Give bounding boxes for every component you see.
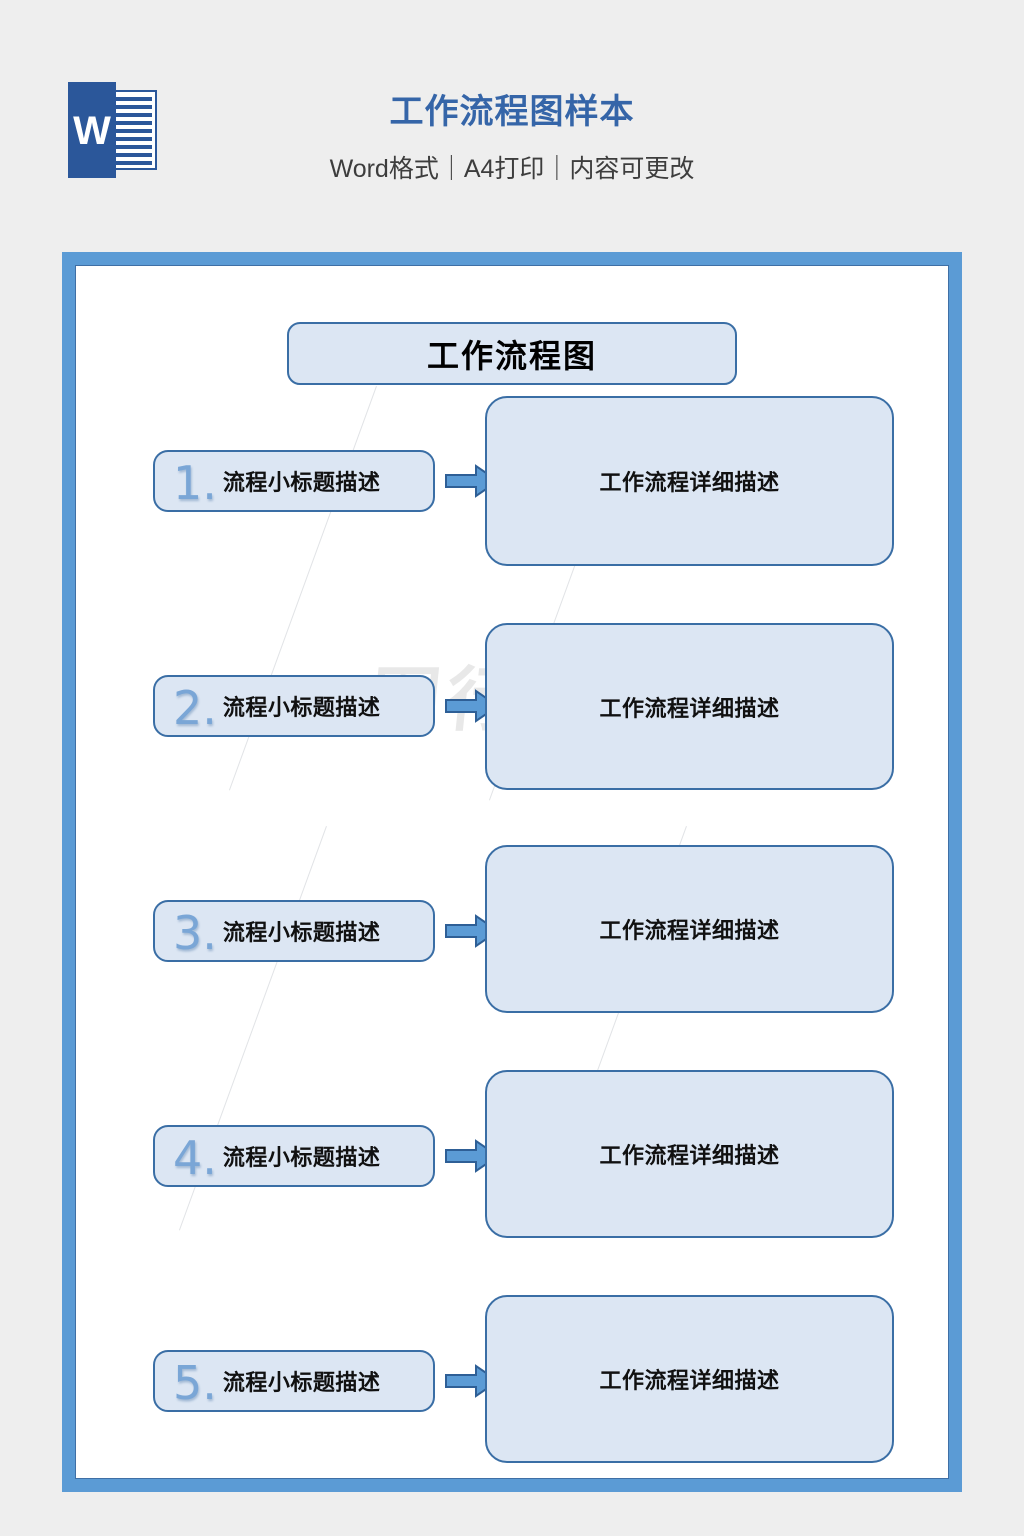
- document-page: 图行天下 工作流程图 1. 流程小标题描述 工作流程详细描述: [62, 252, 962, 1492]
- step-label-text: 流程小标题描述: [222, 1370, 381, 1395]
- flowchart-title-text: 工作流程图: [426, 337, 597, 374]
- step-label-box[interactable]: 3. 流程小标题描述: [153, 900, 435, 962]
- step-detail-box[interactable]: 工作流程详细描述: [485, 1295, 894, 1463]
- step-label-box[interactable]: 5. 流程小标题描述: [153, 1350, 435, 1412]
- step-detail-text: 工作流程详细描述: [599, 470, 780, 495]
- page-title: 工作流程图样本: [389, 93, 635, 131]
- step-label-text: 流程小标题描述: [222, 470, 381, 495]
- step-label-text: 流程小标题描述: [222, 695, 381, 720]
- page-header: W 工作流程图样本 Word格式｜A4打印｜内容可更改: [0, 0, 1024, 240]
- flow-step-row: 1. 流程小标题描述 工作流程详细描述: [76, 396, 948, 566]
- step-detail-box[interactable]: 工作流程详细描述: [485, 1070, 894, 1238]
- document-canvas: 图行天下 工作流程图 1. 流程小标题描述 工作流程详细描述: [75, 265, 949, 1479]
- step-number: 3.: [173, 906, 217, 960]
- step-label-box[interactable]: 2. 流程小标题描述: [153, 675, 435, 737]
- step-number: 2.: [173, 681, 217, 735]
- step-detail-text: 工作流程详细描述: [599, 695, 780, 721]
- step-detail-box[interactable]: 工作流程详细描述: [485, 396, 894, 566]
- word-document-icon: W: [64, 82, 164, 178]
- step-label-text: 流程小标题描述: [222, 1145, 381, 1170]
- step-detail-text: 工作流程详细描述: [599, 1368, 780, 1393]
- flowchart-steps: 1. 流程小标题描述 工作流程详细描述 2. 流程小标题描述: [76, 266, 948, 1478]
- step-label-text: 流程小标题描述: [222, 920, 381, 945]
- page-subtitle: Word格式｜A4打印｜内容可更改: [329, 155, 695, 183]
- step-number: 1.: [173, 456, 217, 510]
- step-detail-box[interactable]: 工作流程详细描述: [485, 845, 894, 1013]
- step-detail-text: 工作流程详细描述: [599, 1143, 780, 1168]
- step-number: 4.: [173, 1131, 217, 1185]
- step-detail-text: 工作流程详细描述: [599, 918, 780, 943]
- flowchart-title-shape: 工作流程图: [287, 322, 737, 385]
- step-number: 5.: [173, 1356, 217, 1410]
- word-logo-letter: W: [73, 109, 111, 153]
- flow-step-row: 3. 流程小标题描述 工作流程详细描述: [76, 845, 948, 1016]
- flow-step-row: 2. 流程小标题描述 工作流程详细描述: [76, 621, 948, 791]
- flow-step-row: 4. 流程小标题描述 工作流程详细描述: [76, 1070, 948, 1241]
- step-detail-box[interactable]: 工作流程详细描述: [485, 623, 894, 790]
- step-label-box[interactable]: 4. 流程小标题描述: [153, 1125, 435, 1187]
- flow-step-row: 5. 流程小标题描述 工作流程详细描述: [76, 1295, 948, 1466]
- step-label-box[interactable]: 1. 流程小标题描述: [153, 450, 435, 512]
